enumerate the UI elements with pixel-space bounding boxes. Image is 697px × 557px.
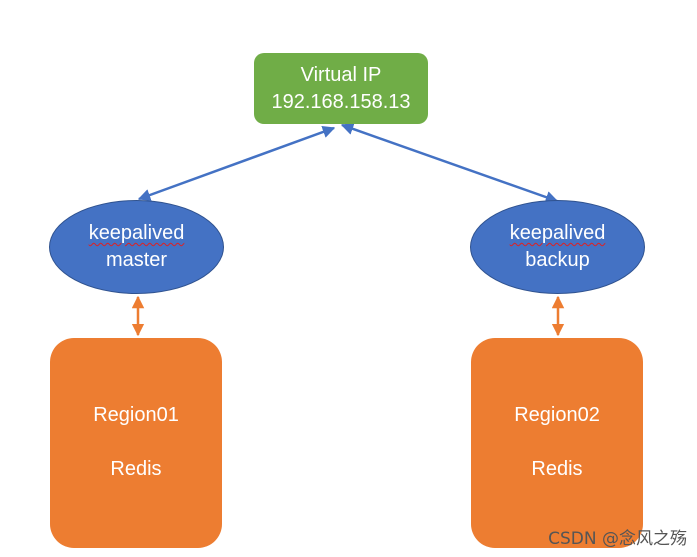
virtual-ip-node: Virtual IP 192.168.158.13 — [254, 53, 428, 124]
region02-node: Region02 Redis — [471, 338, 643, 548]
region02-name: Region02 — [514, 404, 600, 426]
keepalived-backup-role: backup — [525, 249, 590, 271]
virtual-ip-address: 192.168.158.13 — [271, 90, 411, 113]
region01-node: Region01 Redis — [50, 338, 222, 548]
keepalived-backup-name: keepalived — [509, 222, 606, 244]
keepalived-master-name: keepalived — [88, 222, 185, 244]
keepalived-master-role: master — [105, 249, 168, 271]
region01-name: Region01 — [93, 404, 179, 426]
vip-to-backup-arrow — [340, 122, 559, 204]
keepalived-master-node: keepalived master — [49, 200, 224, 294]
keepalived-backup-node: keepalived backup — [470, 200, 645, 294]
virtual-ip-title: Virtual IP — [300, 63, 382, 86]
vip-to-master-arrow — [137, 125, 336, 202]
watermark: CSDN @念风之殇 — [548, 529, 687, 549]
region01-service: Redis — [110, 458, 162, 480]
region02-service: Redis — [531, 458, 583, 480]
